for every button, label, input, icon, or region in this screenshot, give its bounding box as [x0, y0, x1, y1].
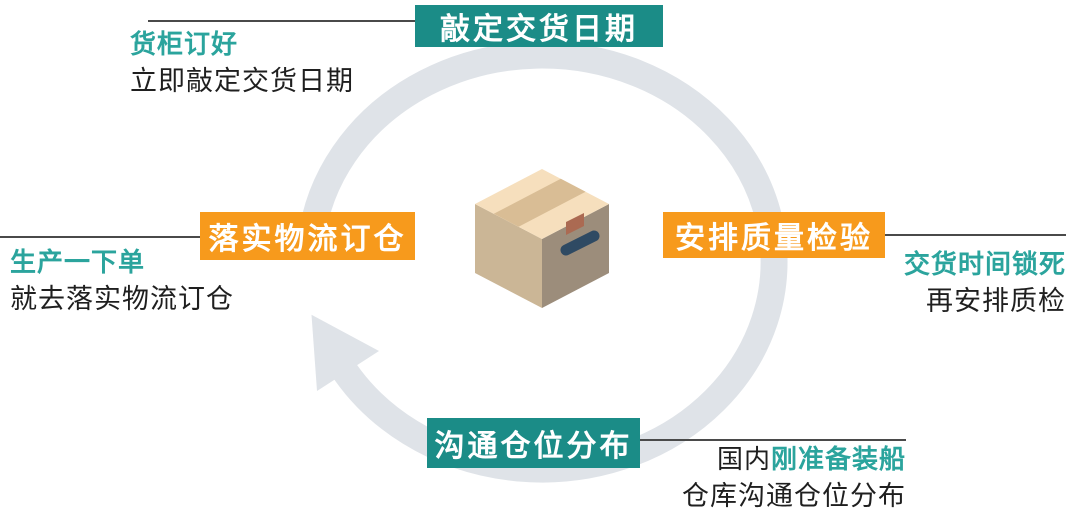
note-text: 仓库沟通仓位分布	[682, 481, 906, 511]
box-right-face	[542, 204, 609, 308]
note-set-delivery-date: 货柜订好 立即敲定交货日期	[130, 28, 354, 102]
note-text: 立即敲定交货日期	[130, 66, 354, 96]
box-left-face	[475, 204, 542, 308]
note-highlight: 交货时间锁死	[903, 249, 1066, 279]
cycle-arrowhead-icon	[311, 314, 379, 391]
box-label-tab	[566, 213, 584, 235]
note-warehouse-allocation: 国内刚准备装船 仓库沟通仓位分布	[682, 443, 906, 517]
note-prefix: 国内	[716, 444, 771, 474]
stage-box-logistics-booking: 落实物流订仓	[200, 212, 415, 260]
box-handle	[560, 230, 600, 256]
note-highlight: 生产一下单	[10, 247, 146, 277]
stage-box-set-delivery-date: 敲定交货日期	[415, 5, 663, 47]
stage-box-warehouse-allocation: 沟通仓位分布	[427, 418, 640, 468]
note-quality-inspection: 交货时间锁死 再安排质检	[904, 248, 1066, 322]
note-highlight: 刚准备装船	[770, 444, 906, 474]
box-tape-stripe	[493, 178, 586, 227]
note-text: 再安排质检	[926, 286, 1066, 316]
connector-line-left	[0, 236, 200, 238]
note-logistics-booking: 生产一下单 就去落实物流订仓	[10, 246, 234, 320]
connector-line-top	[148, 20, 415, 22]
note-highlight: 货柜订好	[130, 29, 239, 59]
stage-box-quality-inspection: 安排质量检验	[663, 212, 885, 258]
note-text: 就去落实物流订仓	[10, 284, 234, 314]
connector-line-bottom	[640, 439, 906, 441]
connector-line-right	[885, 234, 1066, 236]
